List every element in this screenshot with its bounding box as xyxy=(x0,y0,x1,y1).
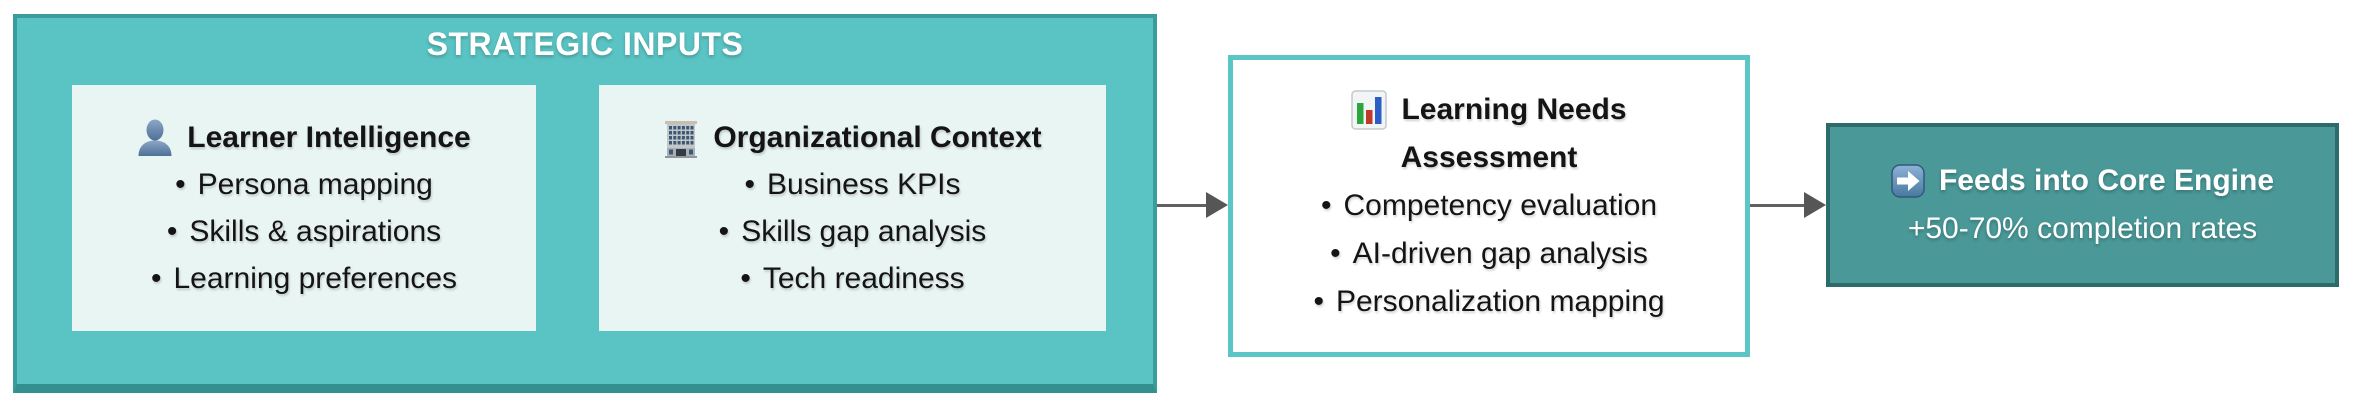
learner-intelligence-box: Learner Intelligence Persona mapping Ski… xyxy=(72,85,536,331)
assessment-bullet-1: Competency evaluation xyxy=(1321,182,1657,230)
learner-bullet-2: Skills & aspirations xyxy=(167,208,441,255)
bar-chart-icon xyxy=(1351,90,1388,130)
building-icon xyxy=(663,118,699,158)
assessment-title-line1: Learning Needs xyxy=(1401,93,1627,126)
learning-needs-assessment-box: Learning Needs Assessment Competency eva… xyxy=(1228,55,1750,357)
arrow-connector-2-shaft xyxy=(1750,204,1806,207)
arrow-right-icon xyxy=(1891,164,1925,198)
organizational-context-title-row: Organizational Context xyxy=(663,114,1042,161)
strategic-inputs-container: STRATEGIC INPUTS Learner Intelligen xyxy=(13,14,1157,393)
learner-intelligence-title-row: Learner Intelligence xyxy=(137,114,471,161)
learner-bullet-3: Learning preferences xyxy=(151,255,457,302)
organizational-bullet-1: Business KPIs xyxy=(745,161,960,208)
arrow-connector-1-head xyxy=(1206,192,1228,218)
strategic-inputs-title: STRATEGIC INPUTS xyxy=(426,26,744,62)
learner-intelligence-title: Learner Intelligence xyxy=(187,121,471,154)
organizational-context-title: Organizational Context xyxy=(713,121,1042,154)
core-engine-title: Feeds into Core Engine xyxy=(1938,164,2275,197)
assessment-title-row: Learning Needs xyxy=(1351,86,1627,134)
core-engine-title-row: Feeds into Core Engine xyxy=(1891,157,2274,205)
arrow-connector-2-head xyxy=(1804,192,1826,218)
assessment-title-line2: Assessment xyxy=(1400,141,1578,174)
organizational-bullet-3: Tech readiness xyxy=(740,255,965,302)
core-engine-box: Feeds into Core Engine +50-70% completio… xyxy=(1826,123,2339,287)
assessment-bullet-2: AI-driven gap analysis xyxy=(1330,230,1648,278)
assessment-bullet-3: Personalization mapping xyxy=(1313,278,1665,326)
core-engine-subtitle: +50-70% completion rates xyxy=(1907,212,2258,245)
person-icon xyxy=(137,119,173,157)
organizational-context-box: Organizational Context Business KPIs Ski… xyxy=(599,85,1106,331)
arrow-connector-1-shaft xyxy=(1157,204,1209,207)
learner-bullet-1: Persona mapping xyxy=(175,161,433,208)
organizational-bullet-2: Skills gap analysis xyxy=(719,208,986,255)
